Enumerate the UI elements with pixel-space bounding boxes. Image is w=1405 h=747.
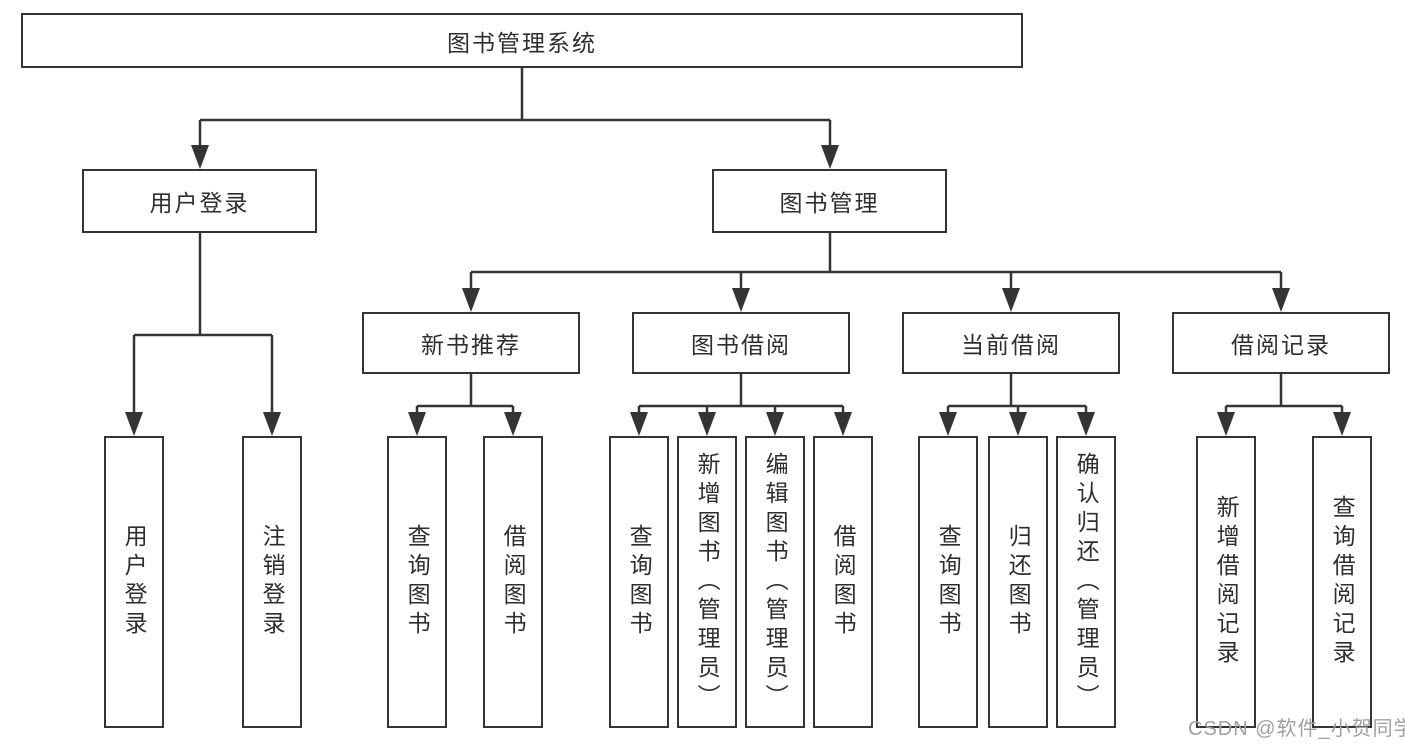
leaf-borrow-edit-books-admin-label: 编辑图书（管理员） [762,451,789,713]
leaf-recommend-borrow-books-label: 借阅图书 [500,524,527,640]
leaf-records-add-record-label: 新增借阅记录 [1213,495,1240,669]
arrowhead [1217,412,1235,436]
leaf-borrow-borrow-books: 借阅图书 [813,436,873,728]
arrowhead [732,288,750,312]
node-borrow-records: 借阅记录 [1172,312,1390,374]
arrowhead [630,412,648,436]
node-book-borrow: 图书借阅 [632,312,850,374]
leaf-records-query-record: 查询借阅记录 [1312,436,1372,728]
leaf-user-login: 用户登录 [104,436,164,728]
arrowhead [821,145,839,169]
node-new-book-recommend-label: 新书推荐 [421,332,521,358]
arrowhead [1272,288,1290,312]
node-book-management: 图书管理 [712,169,947,233]
node-current-borrow-label: 当前借阅 [961,332,1061,358]
arrowhead [408,412,426,436]
leaf-logout-label: 注销登录 [259,524,286,640]
leaf-recommend-query-books: 查询图书 [387,436,447,728]
arrowhead [125,412,143,436]
arrowhead [191,145,209,169]
leaf-recommend-query-books-label: 查询图书 [404,524,431,640]
leaf-borrow-add-books-admin: 新增图书（管理员） [677,436,737,728]
arrowhead [834,412,852,436]
leaf-records-query-record-label: 查询借阅记录 [1329,495,1356,669]
node-user-login: 用户登录 [82,169,317,233]
leaf-borrow-add-books-admin-label: 新增图书（管理员） [694,451,721,713]
node-book-borrow-label: 图书借阅 [691,332,791,358]
leaf-current-query-books: 查询图书 [918,436,978,728]
arrowhead [1002,288,1020,312]
connector-stems [132,68,1344,414]
arrowhead [504,412,522,436]
arrowheads [125,145,1351,436]
leaf-borrow-borrow-books-label: 借阅图书 [830,524,857,640]
leaf-user-login-label: 用户登录 [121,524,148,640]
arrowhead [939,412,957,436]
node-library-management-system: 图书管理系统 [21,13,1023,68]
arrowhead [766,412,784,436]
arrowhead [1009,412,1027,436]
node-user-login-label: 用户登录 [149,190,250,216]
leaf-borrow-query-books-label: 查询图书 [626,524,653,640]
csdn-watermark: CSDN @软件_小贺同学 [1188,718,1405,740]
node-current-borrow: 当前借阅 [902,312,1120,374]
arrowhead [1077,412,1095,436]
arrowhead [1333,412,1351,436]
node-library-management-system-label: 图书管理系统 [447,29,597,56]
arrowhead [263,412,281,436]
leaf-current-return-books-label: 归还图书 [1005,524,1032,640]
leaf-borrow-edit-books-admin: 编辑图书（管理员） [745,436,805,728]
node-borrow-records-label: 借阅记录 [1231,332,1331,358]
arrowhead [462,288,480,312]
node-new-book-recommend: 新书推荐 [362,312,580,374]
leaf-current-confirm-return-admin-label: 确认归还（管理员） [1073,451,1100,713]
leaf-current-confirm-return-admin: 确认归还（管理员） [1056,436,1116,728]
arrowhead [698,412,716,436]
node-book-management-label: 图书管理 [779,190,880,216]
leaf-current-return-books: 归还图书 [988,436,1048,728]
leaf-logout: 注销登录 [242,436,302,728]
leaf-recommend-borrow-books: 借阅图书 [483,436,543,728]
leaf-borrow-query-books: 查询图书 [609,436,669,728]
leaf-records-add-record: 新增借阅记录 [1196,436,1256,728]
leaf-current-query-books-label: 查询图书 [935,524,962,640]
